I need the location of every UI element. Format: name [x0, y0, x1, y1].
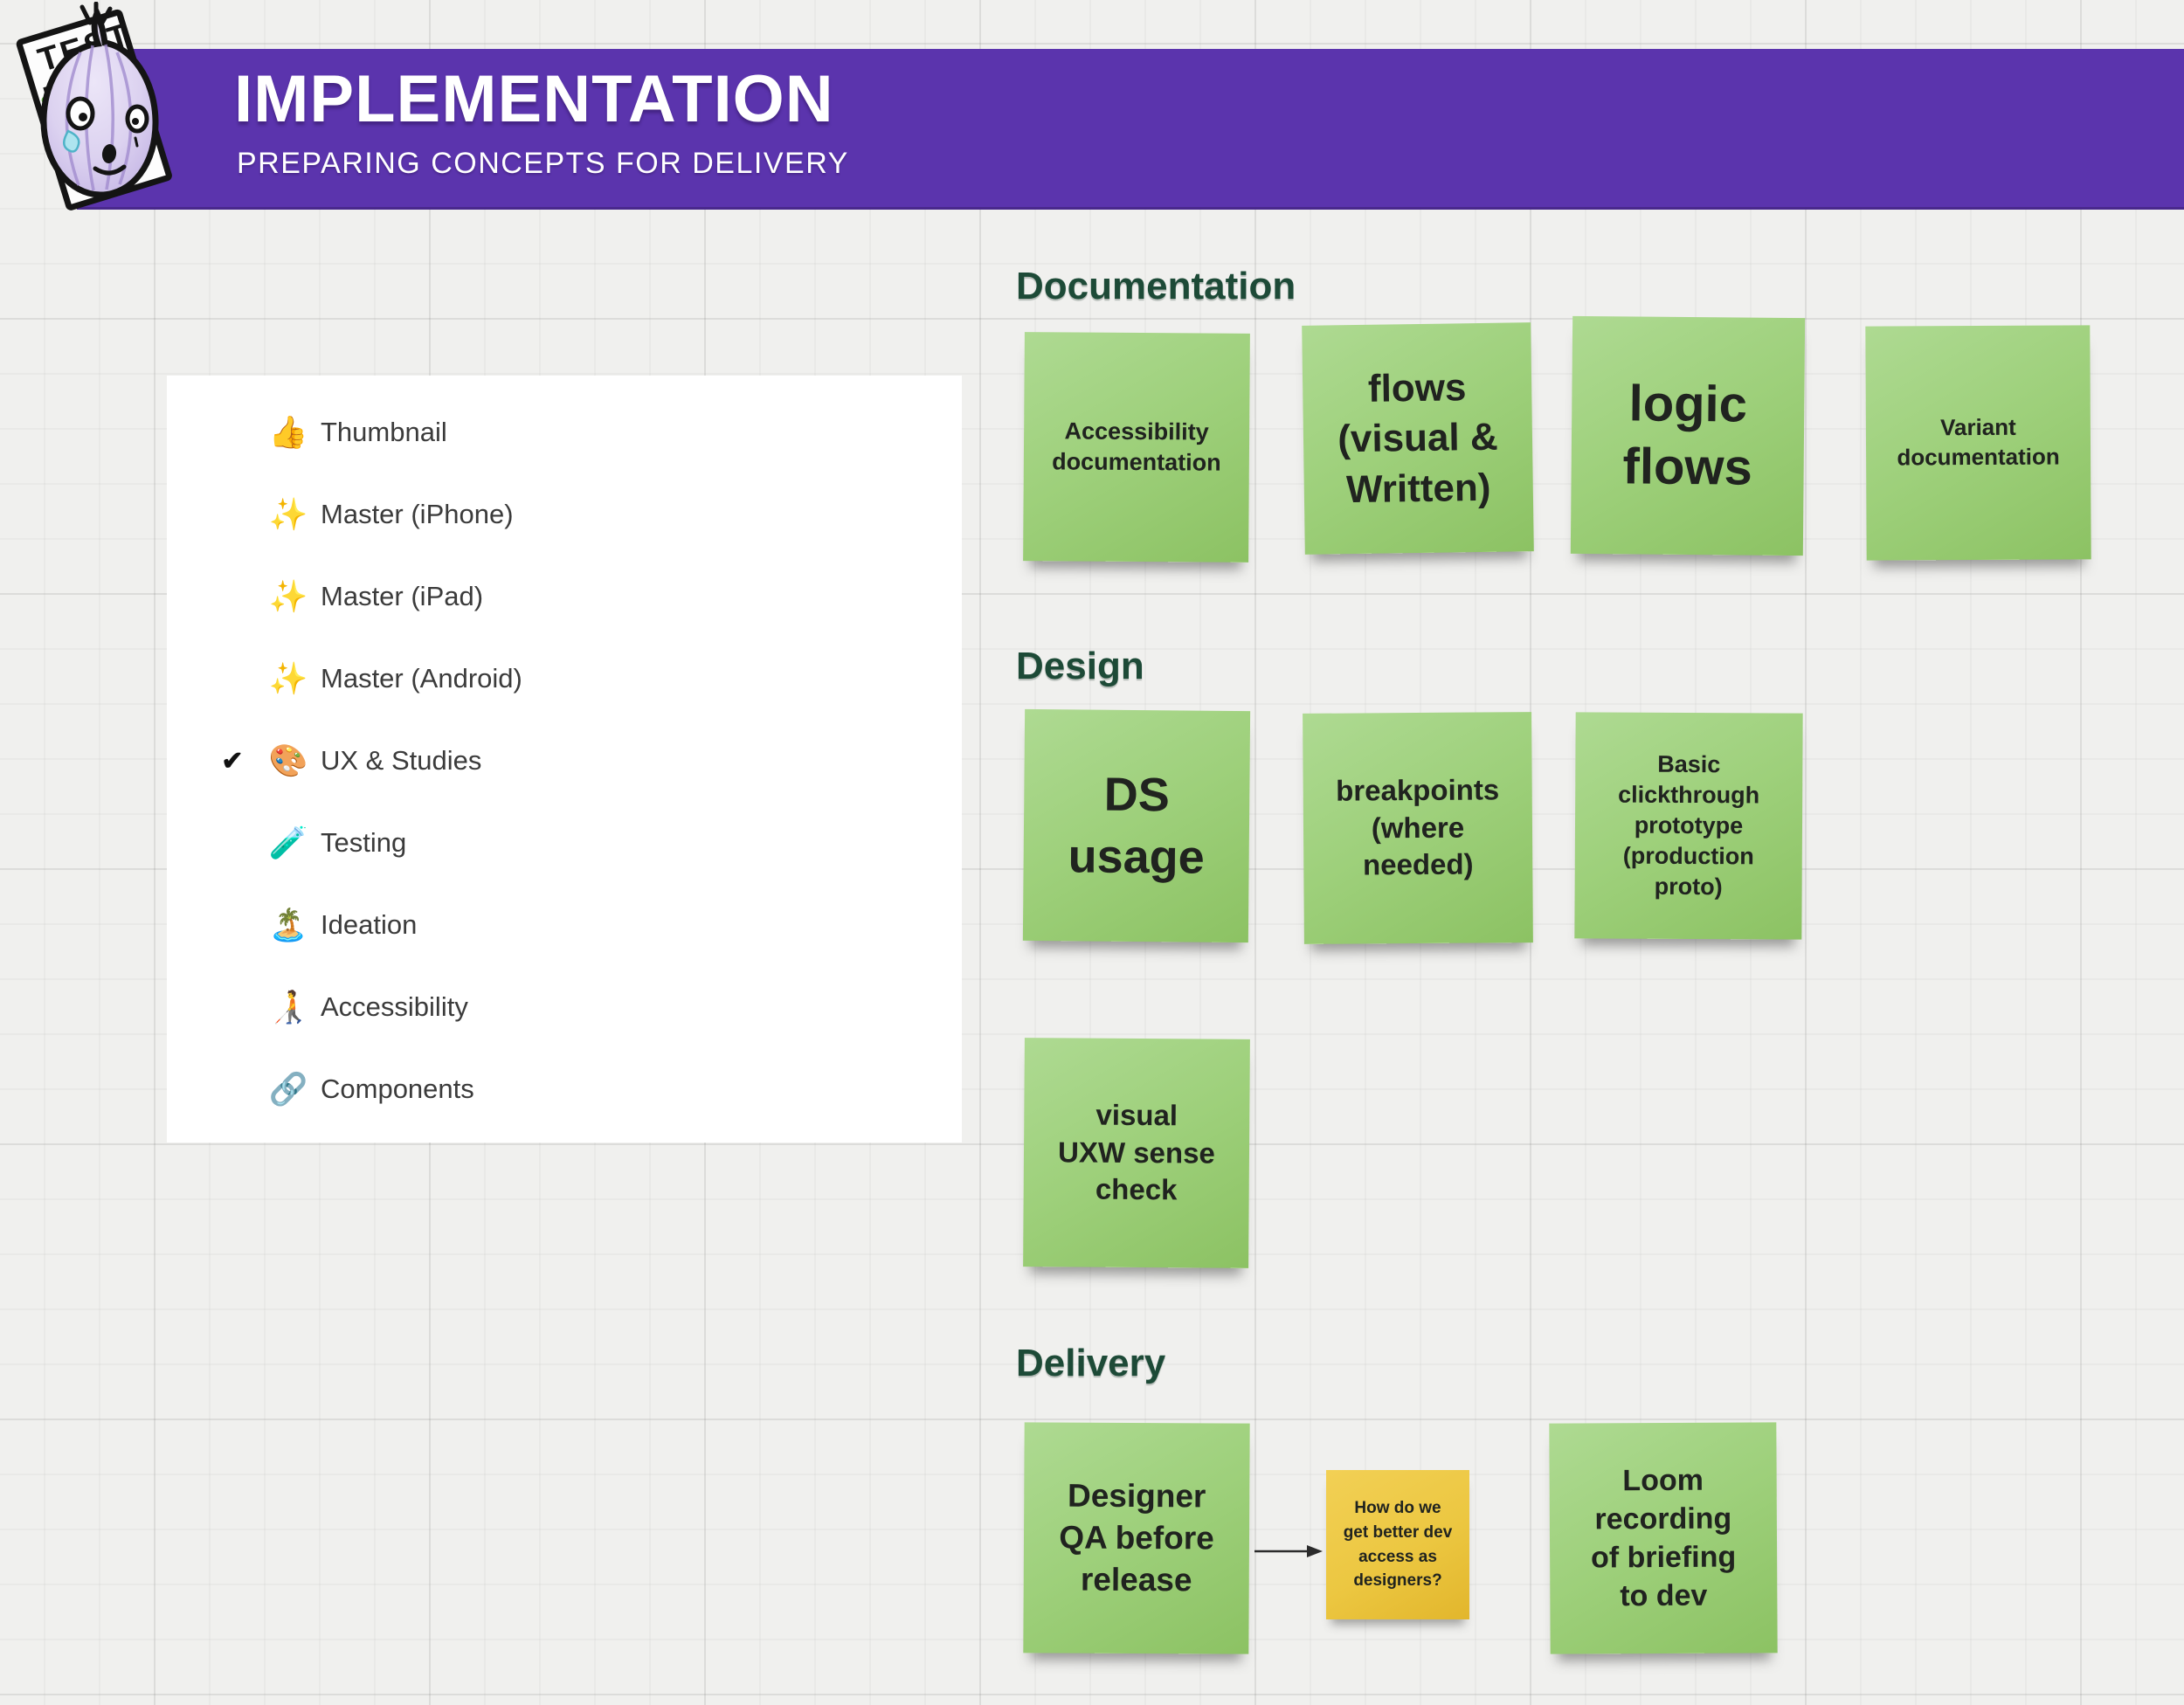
section-header-documentation[interactable]: Documentation [1016, 265, 1296, 307]
list-item-master-iphone[interactable]: ✨ Master (iPhone) [167, 473, 962, 556]
list-item-label: UX & Studies [321, 745, 482, 776]
list-item-label: Master (iPad) [321, 581, 484, 611]
list-item-accessibility[interactable]: 🧑‍🦯 Accessibility [167, 966, 962, 1048]
sticky-note-flows-visual-written[interactable]: flows (visual & Written) [1302, 322, 1534, 555]
mouth [101, 144, 117, 163]
tear-drop [63, 129, 80, 153]
test-tube-icon: 🧪 [268, 825, 308, 860]
smile [93, 164, 127, 176]
list-item-ux-studies[interactable]: ✔ 🎨 UX & Studies [167, 720, 962, 802]
list-item-components[interactable]: 🔗 Components [167, 1048, 962, 1130]
sticky-note-logic-flows[interactable]: logic flows [1570, 315, 1806, 556]
list-item-master-ipad[interactable]: ✨ Master (iPad) [167, 556, 962, 638]
onion-character [40, 1, 159, 198]
sticky-note-clickthrough-prototype[interactable]: Basic clickthrough prototype (production… [1574, 712, 1803, 940]
list-item-ideation[interactable]: 🏝️ Ideation [167, 884, 962, 966]
onion-test-sticker-art: TEST [16, 1, 172, 211]
sticky-note-dev-access-question[interactable]: How do we get better dev access as desig… [1326, 1470, 1469, 1619]
list-item-master-android[interactable]: ✨ Master (Android) [167, 638, 962, 720]
sticky-note-loom-recording[interactable]: Loom recording of briefing to dev [1549, 1422, 1778, 1654]
section-header-delivery[interactable]: Delivery [1016, 1342, 1166, 1384]
person-with-cane-icon: 🧑‍🦯 [268, 989, 308, 1025]
banner-title: IMPLEMENTATION [234, 62, 834, 136]
section-banner[interactable]: IMPLEMENTATION PREPARING CONCEPTS FOR DE… [77, 49, 2184, 210]
link-icon: 🔗 [268, 1071, 308, 1107]
list-item-label: Thumbnail [321, 417, 447, 447]
list-item-label: Master (Android) [321, 663, 522, 694]
layers-panel: 👍 Thumbnail ✨ Master (iPhone) ✨ Master (… [167, 376, 962, 1142]
thumbs-up-icon: 👍 [268, 414, 308, 450]
sparkles-icon: ✨ [268, 660, 308, 696]
desert-island-icon: 🏝️ [268, 907, 308, 942]
sparkles-icon: ✨ [268, 578, 308, 614]
connector-arrow[interactable] [1253, 1539, 1326, 1562]
list-item-label: Ideation [321, 909, 418, 940]
list-item-label: Accessibility [321, 991, 468, 1022]
list-item-testing[interactable]: 🧪 Testing [167, 802, 962, 884]
sticky-note-accessibility-documentation[interactable]: Accessibility documentation [1023, 332, 1250, 563]
onion-test-sticker[interactable]: TEST [5, 1, 183, 217]
sparkles-icon: ✨ [268, 496, 308, 532]
list-item-label: Components [321, 1073, 474, 1104]
section-header-design[interactable]: Design [1016, 645, 1144, 687]
sticky-note-ds-usage[interactable]: DS usage [1022, 708, 1251, 943]
sticky-note-variant-documentation[interactable]: Variant documentation [1865, 325, 2091, 561]
list-item-label: Testing [321, 827, 407, 858]
list-item-label: Master (iPhone) [321, 499, 514, 529]
sticky-note-breakpoints[interactable]: breakpoints (where needed) [1303, 712, 1533, 944]
list-item-thumbnail[interactable]: 👍 Thumbnail [167, 391, 962, 473]
palette-icon: 🎨 [268, 742, 308, 778]
sticky-note-designer-qa[interactable]: Designer QA before release [1023, 1422, 1250, 1654]
banner-subtitle: PREPARING CONCEPTS FOR DELIVERY [237, 147, 849, 180]
sticky-note-visual-uxw-sense-check[interactable]: visual UXW sense check [1023, 1038, 1250, 1268]
check-icon: ✔ [221, 746, 244, 776]
